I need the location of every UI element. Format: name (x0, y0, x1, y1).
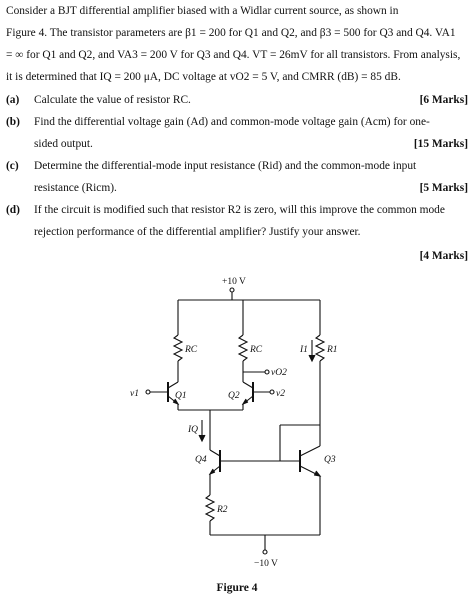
part-c-text-1: Determine the differential-mode input re… (34, 160, 417, 172)
problem-line-1: Consider a BJT differential amplifier bi… (6, 5, 399, 17)
vo2-label: vO2 (271, 368, 287, 378)
part-b-marks: [15 Marks] (413, 138, 468, 150)
v1-label: v1 (130, 389, 139, 399)
v2-label: v2 (276, 389, 285, 399)
r1-label: R1 (326, 345, 338, 355)
part-b-text-1: Find the differential voltage gain (Ad) … (34, 116, 430, 128)
part-c-marks: [5 Marks] (419, 182, 468, 194)
r2-label: R2 (216, 505, 228, 515)
figure-caption: Figure 4 (216, 582, 258, 594)
r2-resistor (204, 474, 216, 535)
problem-line-3: = ∞ for Q1 and Q2, and VA3 = 200 V for Q… (6, 49, 461, 61)
q4-transistor (208, 449, 300, 476)
rc-left-resistor (172, 300, 184, 382)
q1-label: Q1 (175, 391, 187, 401)
problem-line-2: Figure 4. The transistor parameters are … (6, 27, 456, 39)
i1-label: I1 (299, 345, 308, 355)
iq-arrow (198, 420, 206, 443)
part-b-label: (b) (6, 116, 20, 128)
part-a-marks: [6 Marks] (419, 94, 468, 106)
q4-label: Q4 (195, 455, 207, 465)
vo2-output (243, 369, 270, 375)
part-d-text-2: rejection performance of the differentia… (34, 226, 361, 238)
emitter-tail (177, 404, 244, 450)
part-c-text-2: resistance (Ricm). (34, 182, 117, 194)
q3-transistor (279, 424, 322, 477)
part-a-label: (a) (6, 94, 20, 106)
r1-resistor (314, 300, 326, 425)
part-a-text: Calculate the value of resistor RC. (34, 94, 191, 106)
vminus-label: −10 V (254, 559, 278, 569)
part-d-text-1: If the circuit is modified such that res… (34, 204, 445, 216)
q2-label: Q2 (228, 391, 240, 401)
i1-arrow (308, 340, 316, 363)
problem-line-4: it is determined that IQ = 200 μA, DC vo… (6, 71, 401, 83)
negative-supply (210, 476, 321, 555)
part-c-label: (c) (6, 160, 19, 172)
positive-supply (178, 287, 320, 301)
rc-left-label: RC (184, 345, 198, 355)
part-d-marks: [4 Marks] (419, 250, 468, 262)
part-b-text-2: sided output. (34, 138, 93, 150)
rc-right-resistor (237, 300, 249, 382)
q1-transistor (145, 381, 180, 406)
iq-label: IQ (187, 425, 198, 435)
q3-label: Q3 (324, 455, 336, 465)
q2-transistor (241, 381, 275, 406)
vplus-label: +10 V (222, 277, 246, 287)
rc-right-label: RC (249, 345, 263, 355)
part-d-label: (d) (6, 204, 20, 216)
